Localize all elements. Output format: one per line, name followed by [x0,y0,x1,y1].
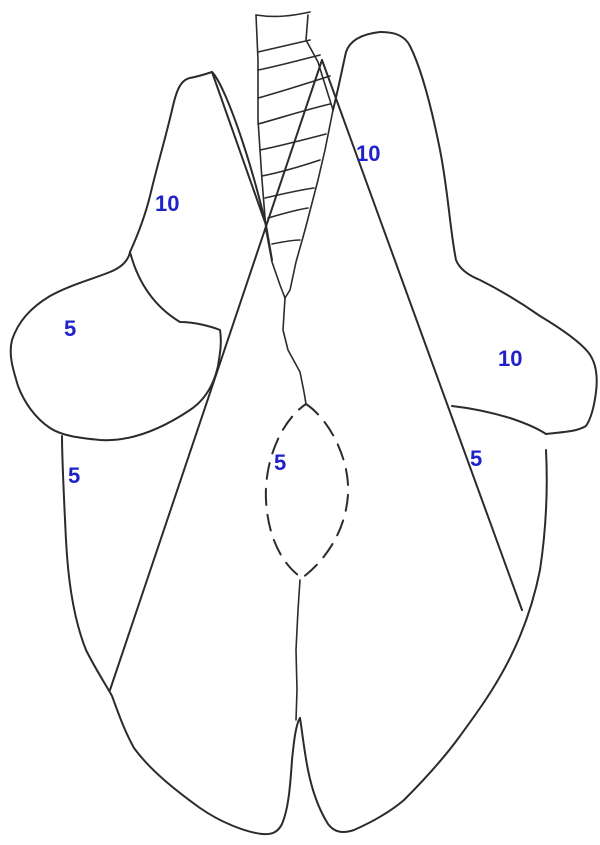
right-flank-outline [300,450,547,832]
center-dashed-oval [266,404,348,578]
center-midline-lower [296,580,300,720]
spine-top-cap [256,12,310,16]
left-shoulder-outline [130,72,272,260]
left-flank-outline [62,436,300,834]
label-left-flank: 5 [68,465,80,487]
right-diagonal-line [322,60,522,610]
label-right-shoulder: 10 [356,143,380,165]
label-center-back: 5 [274,452,286,474]
right-arm-lower-outline [452,406,546,434]
label-left-shoulder: 10 [155,193,179,215]
label-right-flank: 5 [470,448,482,470]
left-arm-outline [11,252,221,440]
right-shoulder-outline [333,32,597,434]
label-right-arm: 10 [498,348,522,370]
label-left-arm: 5 [64,318,76,340]
center-midline-upper [283,298,306,404]
left-diagonal-line [110,60,322,690]
